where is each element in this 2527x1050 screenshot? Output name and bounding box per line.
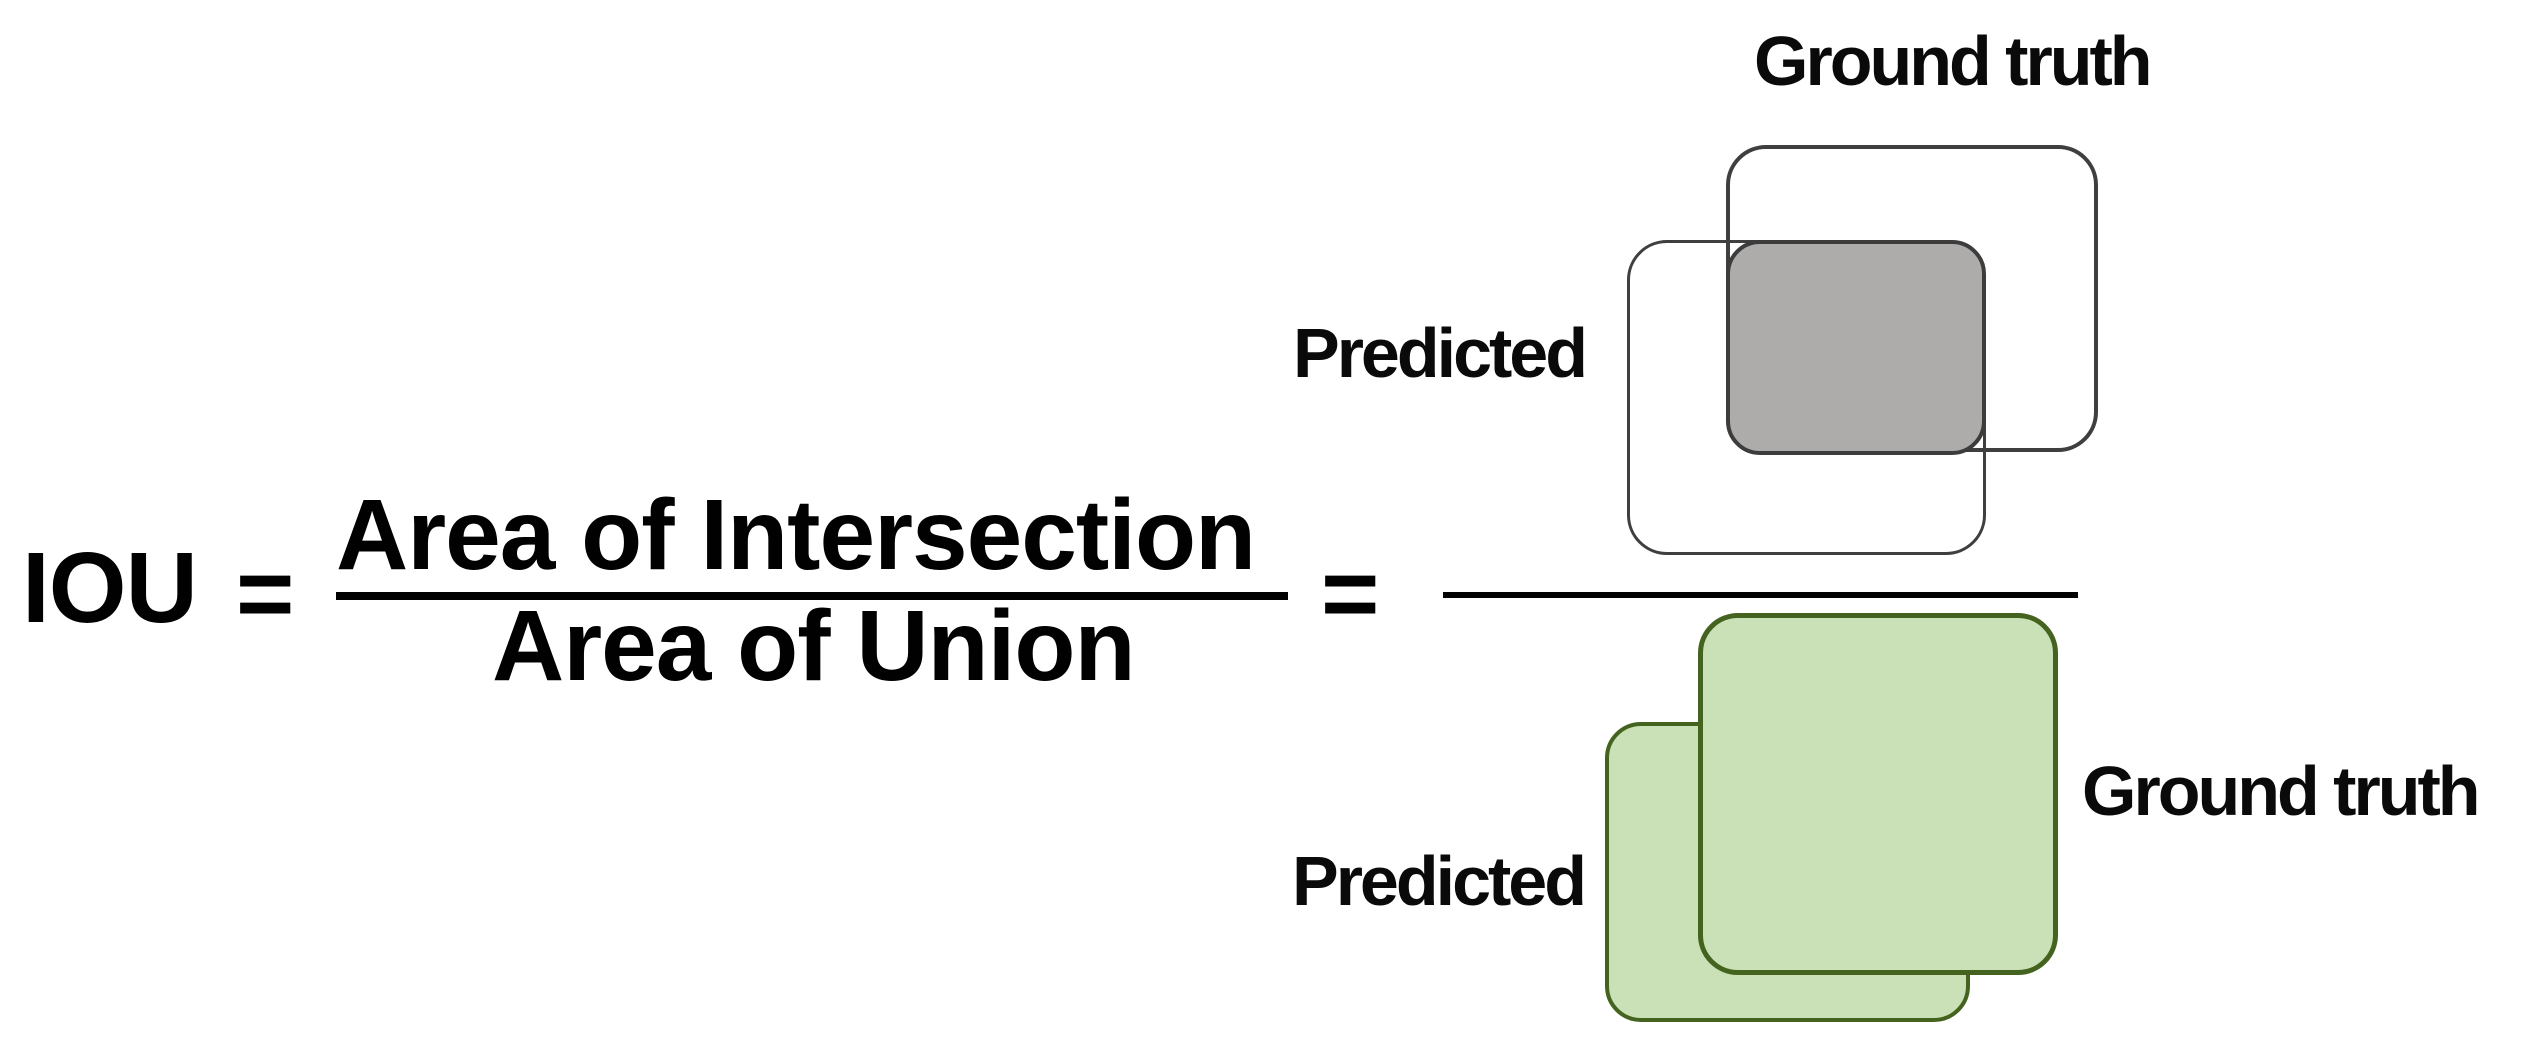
ground-truth-label-top: Ground truth — [1754, 22, 2153, 100]
iou-term: IOU — [22, 532, 198, 644]
equals-sign-right: = — [1321, 538, 1380, 650]
denominator-text: Area of Union — [492, 590, 1136, 702]
ground-truth-filled-box — [1698, 613, 2058, 975]
predicted-label-bottom: Predicted — [1292, 842, 1587, 920]
intersection-region — [1726, 240, 1986, 455]
numerator-text: Area of Intersection — [336, 479, 1256, 591]
fraction-bar-right — [1443, 592, 2078, 598]
fraction-bar-left — [336, 592, 1288, 600]
ground-truth-label-bottom: Ground truth — [2082, 752, 2481, 830]
equals-sign-left: = — [236, 538, 295, 650]
predicted-label-top: Predicted — [1293, 314, 1588, 392]
